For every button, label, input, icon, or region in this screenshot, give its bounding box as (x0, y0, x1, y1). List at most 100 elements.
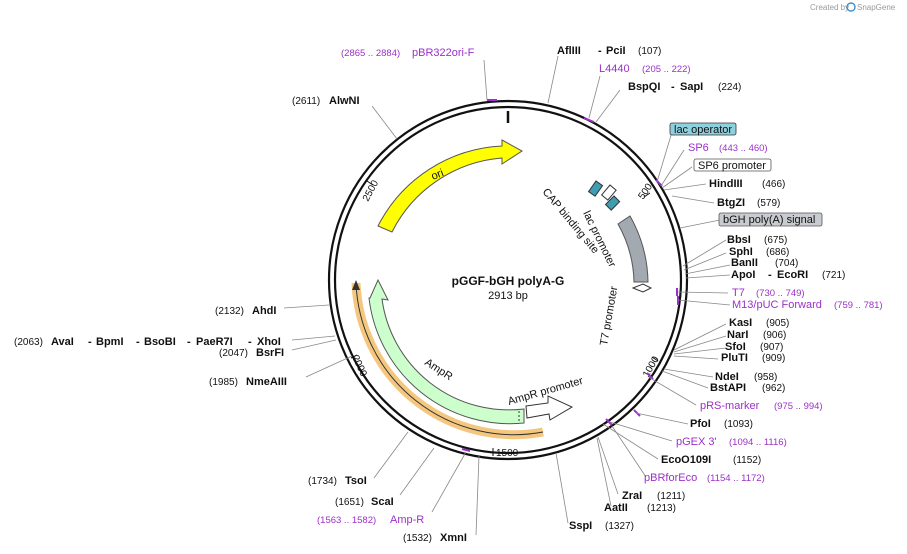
ori-label: ori (430, 167, 446, 183)
lac-promoter-feature[interactable] (600, 184, 617, 201)
lac-operator-label[interactable]: lac operator (674, 124, 732, 136)
ampr-primer-arrowhead (352, 280, 360, 290)
scai-site[interactable]: ScaI (371, 496, 394, 508)
cap-site-feature[interactable] (587, 180, 604, 197)
ampr-primer[interactable]: Amp-R (390, 514, 424, 526)
nmeaiii-site[interactable]: NmeAIII (246, 376, 287, 388)
pbr322ori-primer[interactable]: pBR322ori-F (412, 47, 475, 59)
scai-position: (1651) (335, 497, 364, 508)
avai-sep2: - (136, 336, 140, 348)
l4440-range: (205 .. 222) (642, 64, 691, 75)
bspqi-sep: - (671, 81, 675, 93)
plasmid-name: pGGF-bGH polyA-G (452, 274, 565, 288)
sphi-position: (686) (766, 247, 789, 258)
ampr-primer-line (355, 282, 544, 436)
sapi-site[interactable]: SapI (680, 81, 703, 93)
ampr-primer-range: (1563 .. 1582) (317, 515, 376, 526)
ahdi-site[interactable]: AhdI (252, 305, 276, 317)
paer7i-site[interactable]: PaeR7I (196, 336, 233, 348)
tsoi-position: (1734) (308, 476, 337, 487)
nari-site[interactable]: NarI (727, 329, 748, 341)
ecoo109i-site[interactable]: EcoO109I (661, 454, 711, 466)
t7-promoter-feature[interactable] (631, 283, 653, 293)
zrai-position: (1211) (657, 491, 685, 502)
ndei-site[interactable]: NdeI (715, 371, 739, 383)
pluti-site[interactable]: PluTI (721, 352, 748, 364)
sfoi-site[interactable]: SfoI (725, 341, 746, 353)
avai-sep4: - (248, 336, 252, 348)
sp6-promoter-box (693, 158, 772, 172)
banii-site[interactable]: BanII (731, 257, 758, 269)
bbsi-site[interactable]: BbsI (727, 234, 751, 246)
apoi-sep: - (768, 269, 772, 281)
bgh-label[interactable]: bGH poly(A) signal (723, 214, 815, 226)
avai-position: (2063) (14, 337, 43, 348)
bspqi-site[interactable]: BspQI (628, 81, 660, 93)
bsrfi-site[interactable]: BsrFI (256, 347, 284, 359)
lac-operator-feature[interactable] (604, 195, 621, 211)
backbone-outer (327, 99, 689, 461)
bsrfi-position: (2047) (219, 348, 248, 359)
alwni-site[interactable]: AlwNI (329, 95, 360, 107)
sspi-site[interactable]: SspI (569, 520, 592, 532)
pbrforeco-primer[interactable]: pBRforEco (644, 472, 697, 484)
aatii-position: (1213) (647, 503, 676, 514)
pcii-site[interactable]: PciI (606, 45, 626, 57)
afliii-site[interactable]: AflIII (557, 45, 581, 57)
pgex-range: (1094 .. 1116) (729, 437, 787, 448)
tick-label-2500: 2500 (361, 178, 381, 203)
tsoi-site[interactable]: TsoI (345, 475, 367, 487)
prs-range: (975 .. 994) (774, 401, 823, 412)
pbrforeco-range: (1154 .. 1172) (707, 473, 765, 484)
apoi-site[interactable]: ApoI (731, 269, 755, 281)
prs-primer[interactable]: pRS-marker (700, 400, 760, 412)
afliii-position: (107) (638, 46, 661, 57)
pgex-primer[interactable]: pGEX 3' (676, 436, 717, 448)
sfoi-position: (907) (760, 342, 783, 353)
sp6-primer[interactable]: SP6 (688, 142, 709, 154)
btgzi-site[interactable]: BtgZI (717, 197, 745, 209)
avai-site[interactable]: AvaI (51, 336, 74, 348)
ampr-label: AmpR (422, 356, 454, 383)
t7-promoter-label: T7 promoter (598, 285, 620, 346)
bgh-box (718, 212, 823, 227)
ampr-feature[interactable] (368, 278, 525, 425)
bgh-polya-feature[interactable] (617, 215, 649, 283)
afliii-sep: - (598, 45, 602, 57)
t7-primer[interactable]: T7 (732, 287, 745, 299)
avai-sep1: - (88, 336, 92, 348)
pluti-position: (909) (762, 353, 785, 364)
ecoo109i-position: (1152) (733, 455, 761, 466)
pbr322ori-range: (2865 .. 2884) (341, 48, 400, 59)
banii-position: (704) (775, 258, 798, 269)
sp6-promoter-label[interactable]: SP6 promoter (698, 160, 766, 172)
m13-range: (759 .. 781) (834, 300, 883, 311)
kasi-site[interactable]: KasI (729, 317, 752, 329)
leader-lines (283, 55, 731, 536)
scale-ticks (350, 180, 659, 456)
bspqi-position: (224) (718, 82, 741, 93)
sphi-site[interactable]: SphI (729, 246, 753, 258)
ecori-site[interactable]: EcoRI (777, 269, 808, 281)
bsobi-site[interactable]: BsoBI (144, 336, 176, 348)
avai-sep3: - (187, 336, 191, 348)
l4440-primer[interactable]: L4440 (599, 63, 630, 75)
plasmid-size: 2913 bp (488, 290, 528, 302)
xmni-site[interactable]: XmnI (440, 532, 467, 544)
zrai-site[interactable]: ZraI (622, 490, 642, 502)
ampr-promoter-feature[interactable] (525, 395, 574, 421)
m13-primer[interactable]: M13/pUC Forward (732, 299, 822, 311)
sspi-position: (1327) (605, 521, 634, 532)
aatii-site[interactable]: AatII (604, 502, 628, 514)
pfoi-site[interactable]: PfoI (690, 418, 711, 430)
tick-label-1500: 1500 (496, 448, 519, 459)
ori-feature[interactable] (377, 139, 523, 233)
bpmi-site[interactable]: BpmI (96, 336, 124, 348)
bstapi-site[interactable]: BstAPI (710, 382, 746, 394)
t7-range: (730 .. 749) (756, 288, 805, 299)
bstapi-position: (962) (762, 383, 785, 394)
apoi-position: (721) (822, 270, 845, 281)
hindiii-site[interactable]: HindIII (709, 178, 743, 190)
xhoi-site[interactable]: XhoI (257, 336, 281, 348)
